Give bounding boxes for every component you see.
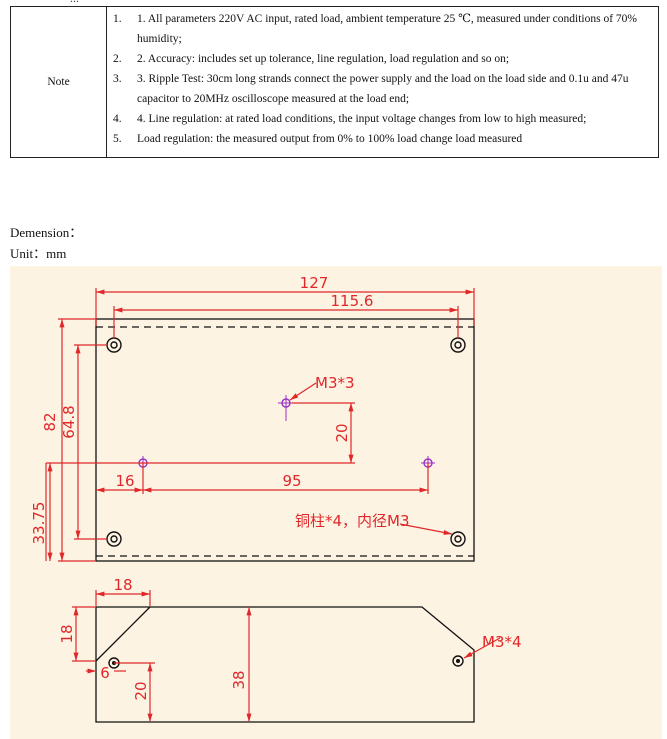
dim-16-label: 16 bbox=[115, 472, 134, 490]
note-item: 2. 2. Accuracy: includes set up toleranc… bbox=[113, 49, 652, 69]
note-text: 1. All parameters 220V AC input, rated l… bbox=[137, 13, 638, 45]
side-20-label: 20 bbox=[132, 681, 150, 700]
standoff-hole bbox=[106, 531, 122, 547]
standoff-hole bbox=[450, 337, 466, 353]
side-6-label: 6 bbox=[100, 664, 110, 682]
note-number: 4. bbox=[113, 113, 122, 125]
side-view bbox=[95, 606, 475, 723]
side-chamfer bbox=[95, 606, 151, 662]
section-heading-cut: ... bbox=[70, 0, 79, 6]
mount-hole-mark bbox=[278, 395, 294, 421]
dim-64-label: 64.8 bbox=[60, 405, 78, 438]
side-18-width-label: 18 bbox=[113, 576, 132, 594]
dim-127-label: 127 bbox=[300, 274, 329, 292]
dim-95-label: 95 bbox=[282, 472, 301, 490]
note-item: 1. 1. All parameters 220V AC input, rate… bbox=[113, 9, 652, 49]
note-text: 3. Ripple Test: 30cm long strands connec… bbox=[137, 73, 629, 105]
dim-82-label: 82 bbox=[41, 412, 59, 431]
dim-33-label: 33.75 bbox=[30, 502, 48, 545]
dim-115-label: 115.6 bbox=[331, 292, 374, 310]
note-text: 4. Line regulation: at rated load condit… bbox=[137, 113, 587, 125]
note-number: 2. bbox=[113, 53, 122, 65]
dimension-lines bbox=[45, 288, 475, 562]
note-number: 3. bbox=[113, 73, 122, 85]
note-item: 5. Load regulation: the measured output … bbox=[113, 129, 652, 149]
mount-screw-label: M3*3 bbox=[315, 374, 355, 392]
dimension-title: Demension： bbox=[10, 225, 83, 240]
note-list: 1. 1. All parameters 220V AC input, rate… bbox=[106, 6, 659, 158]
side-38-label: 38 bbox=[230, 670, 248, 689]
top-view bbox=[95, 318, 475, 562]
dimension-unit: Unit：mm bbox=[10, 246, 67, 261]
note-text: Load regulation: the measured output fro… bbox=[137, 133, 523, 145]
standoff-hole bbox=[450, 531, 466, 547]
dim-20-label: 20 bbox=[333, 423, 351, 442]
note-item: 3. 3. Ripple Test: 30cm long strands con… bbox=[113, 69, 652, 109]
note-table: Note 1. 1. All parameters 220V AC input,… bbox=[10, 6, 659, 158]
note-item: 4. 4. Line regulation: at rated load con… bbox=[113, 109, 652, 129]
standoff-hole bbox=[106, 337, 122, 353]
side-screw-label: M3*4 bbox=[482, 633, 522, 651]
drawing-canvas: 127 115.6 82 64.8 M3*3 20 33.75 16 95 铜柱… bbox=[30, 274, 522, 723]
note-label: Note bbox=[10, 6, 107, 158]
standoff-note-label: 铜柱*4，内径M3 bbox=[295, 512, 410, 530]
note-number: 1. bbox=[113, 13, 122, 25]
note-text: 2. Accuracy: includes set up tolerance, … bbox=[137, 53, 510, 65]
side-18-height-label: 18 bbox=[58, 624, 76, 643]
dimension-drawing: 127 115.6 82 64.8 M3*3 20 33.75 16 95 铜柱… bbox=[10, 266, 662, 739]
side-screw-hole bbox=[452, 655, 464, 667]
side-dimension-lines bbox=[72, 590, 501, 722]
side-view-outline bbox=[95, 606, 475, 723]
top-view-outline bbox=[95, 318, 475, 562]
note-number: 5. bbox=[113, 133, 122, 145]
